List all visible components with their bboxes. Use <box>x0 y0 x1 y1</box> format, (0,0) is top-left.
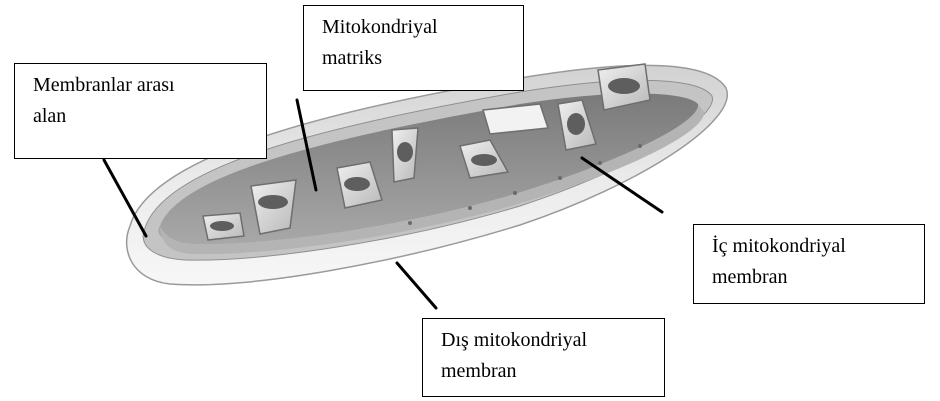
label-intermembrane-line1: Membranlar arası <box>33 70 256 101</box>
leader-line-outer <box>397 263 436 308</box>
leader-line-intermembrane <box>104 160 146 236</box>
label-outer-membrane: Dış mitokondriyal membran <box>422 318 665 397</box>
label-outer-line2: membran <box>441 356 654 387</box>
label-intermembrane-line2: alan <box>33 101 256 132</box>
label-inner-membrane: İç mitokondriyal membran <box>693 224 925 304</box>
label-matrix: Mitokondriyal matriks <box>303 5 524 91</box>
label-outer-line1: Dış mitokondriyal <box>441 325 654 356</box>
label-matrix-line1: Mitokondriyal <box>322 12 513 43</box>
label-inner-line2: membran <box>712 262 914 293</box>
label-intermembrane-space: Membranlar arası alan <box>14 63 267 159</box>
crista-6 <box>483 104 548 134</box>
label-inner-line1: İç mitokondriyal <box>712 231 914 262</box>
label-matrix-line2: matriks <box>322 43 513 74</box>
